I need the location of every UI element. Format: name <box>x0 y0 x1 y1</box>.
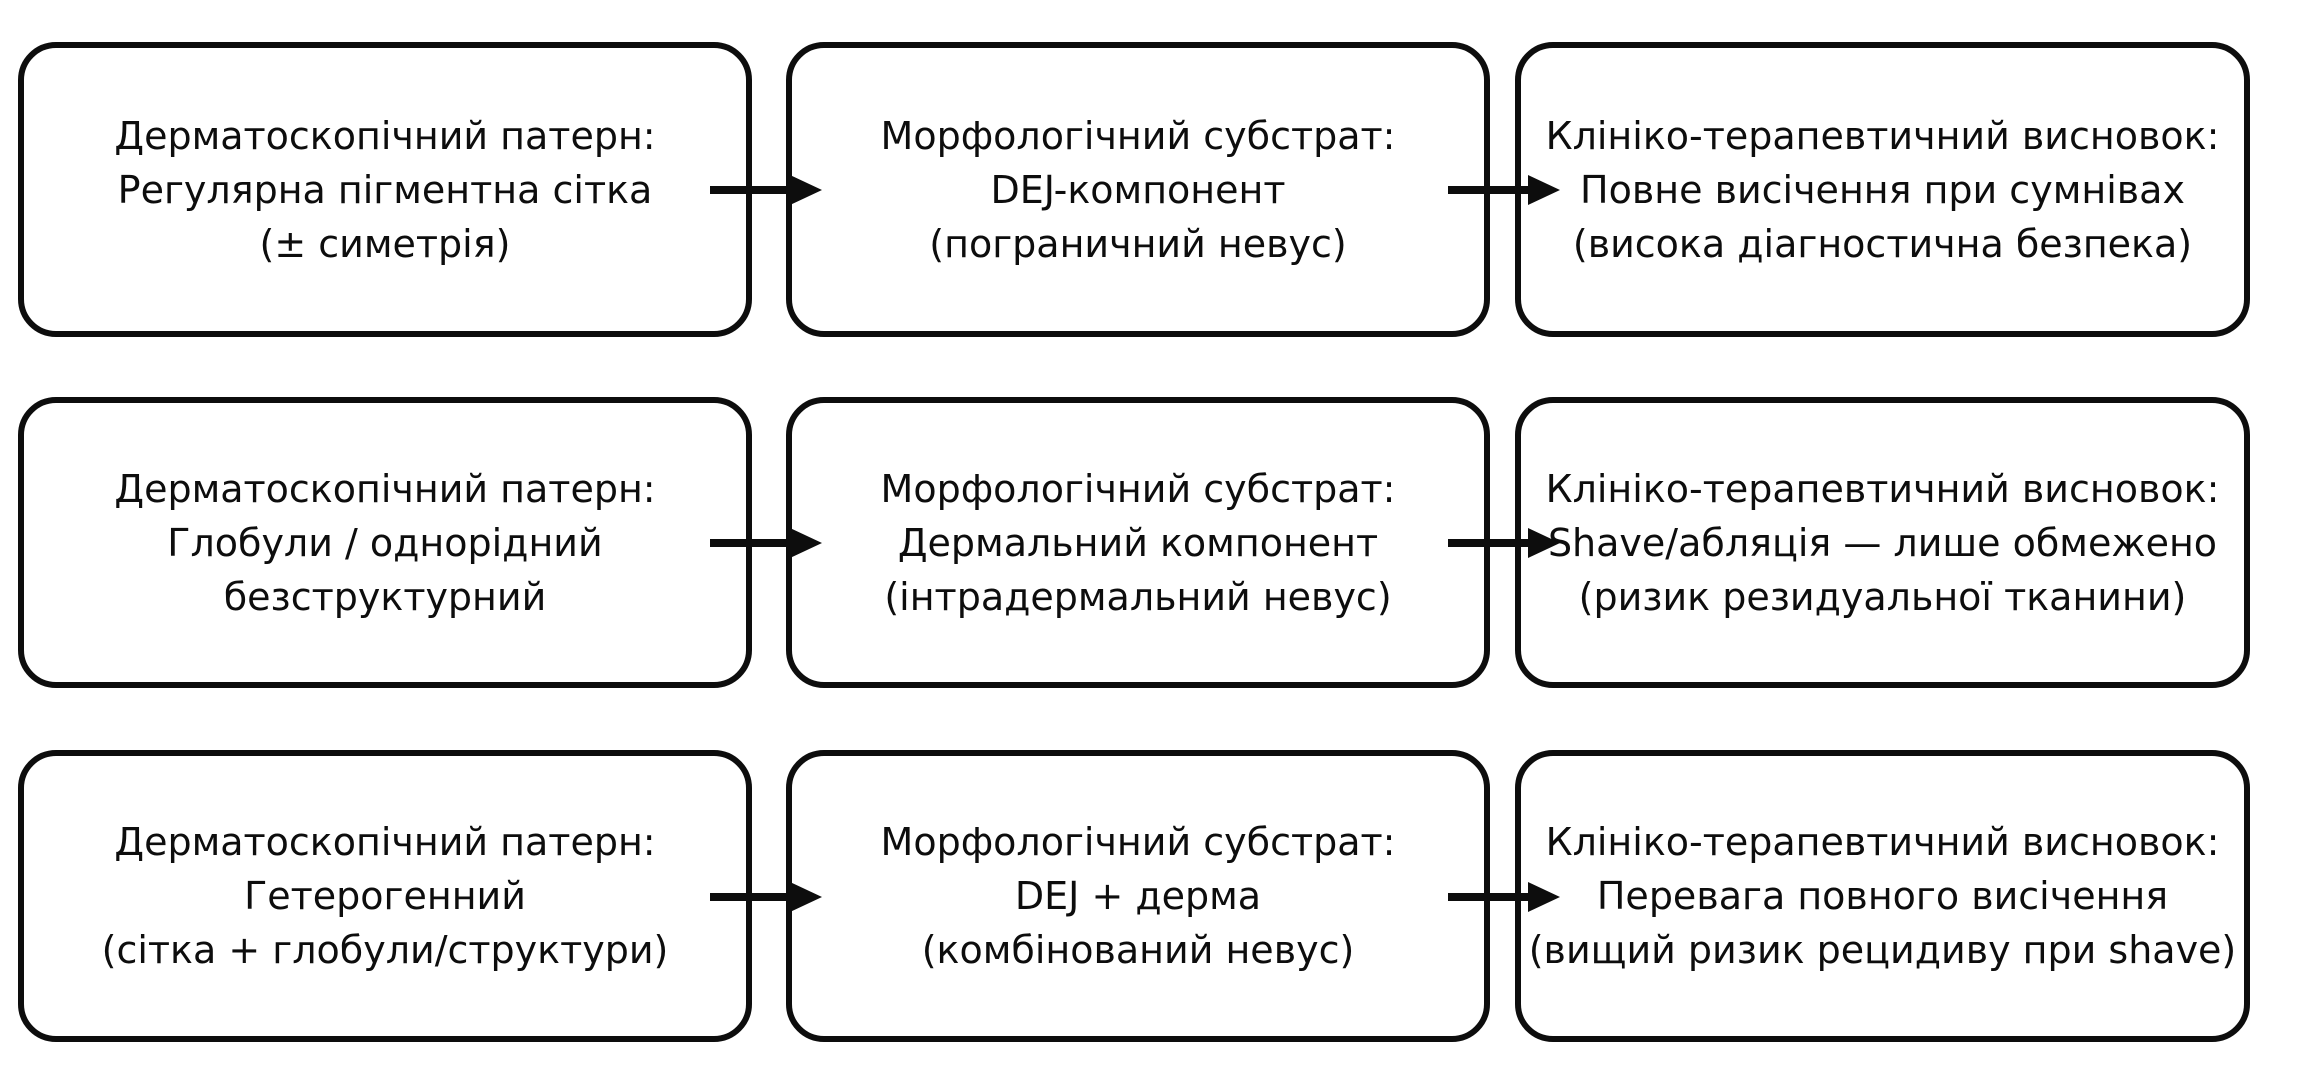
box-text: Shave/абляція — лише обмежено <box>1547 520 2218 565</box>
box-title: Клініко-терапевтичний висновок: <box>1545 466 2220 511</box>
arrow-right-icon <box>1448 175 1560 205</box>
box-title: Морфологічний субстрат: <box>880 466 1396 511</box>
box-text: (висока діагностична безпека) <box>1572 221 2193 266</box>
box-title: Клініко-терапевтичний висновок: <box>1545 820 2220 864</box>
box-text: Дермальний компонент <box>897 520 1379 565</box>
box-text: (ризик резидуальної тканини) <box>1578 574 2187 619</box>
arrow-right-icon <box>1448 882 1560 912</box>
box-title: Дерматоскопічний патерн: <box>114 466 656 511</box>
box-title: Дерматоскопічний патерн: <box>114 113 656 158</box>
box-substrate-row2: Морфологічний субстрат: Дермальний компо… <box>786 397 1490 688</box>
box-text: (інтрадермальний невус) <box>884 574 1392 619</box>
arrow-right-icon <box>710 882 822 912</box>
box-text: (сітка + глобули/структури) <box>101 928 669 972</box>
box-text: (комбінований невус) <box>921 928 1355 972</box>
box-text: Регулярна пігментна сітка <box>117 167 653 212</box>
box-conclusion-row2: Клініко-терапевтичний висновок: Shave/аб… <box>1515 397 2250 688</box>
box-text: Перевага повного висічення <box>1596 874 2169 918</box>
arrow-right-icon <box>1448 528 1560 558</box>
box-pattern-row1: Дерматоскопічний патерн: Регулярна пігме… <box>18 42 752 337</box>
arrow-right-icon <box>710 175 822 205</box>
box-text: безструктурний <box>223 574 547 619</box>
box-title: Клініко-терапевтичний висновок: <box>1545 113 2220 158</box>
box-text: DEJ + дерма <box>1014 874 1262 918</box>
box-conclusion-row3: Клініко-терапевтичний висновок: Перевага… <box>1515 750 2250 1042</box>
box-text: Повне висічення при сумнівах <box>1580 167 2185 212</box>
box-pattern-row3: Дерматоскопічний патерн: Гетерогенний (с… <box>18 750 752 1042</box>
box-title: Дерматоскопічний патерн: <box>114 820 656 864</box>
box-conclusion-row1: Клініко-терапевтичний висновок: Повне ви… <box>1515 42 2250 337</box>
arrow-right-icon <box>710 528 822 558</box>
box-title: Морфологічний субстрат: <box>880 820 1396 864</box>
box-pattern-row2: Дерматоскопічний патерн: Глобули / однор… <box>18 397 752 688</box>
box-text: DEJ-компонент <box>990 167 1286 212</box>
box-text: (вищий ризик рецидиву при shave) <box>1528 928 2237 972</box>
box-text: (± симетрія) <box>259 221 511 266</box>
box-substrate-row3: Морфологічний субстрат: DEJ + дерма (ком… <box>786 750 1490 1042</box>
box-text: Глобули / однорідний <box>167 520 603 565</box>
box-text: Гетерогенний <box>244 874 526 918</box>
box-substrate-row1: Морфологічний субстрат: DEJ-компонент (п… <box>786 42 1490 337</box>
box-title: Морфологічний субстрат: <box>880 113 1396 158</box>
box-text: (пограничний невус) <box>929 221 1347 266</box>
